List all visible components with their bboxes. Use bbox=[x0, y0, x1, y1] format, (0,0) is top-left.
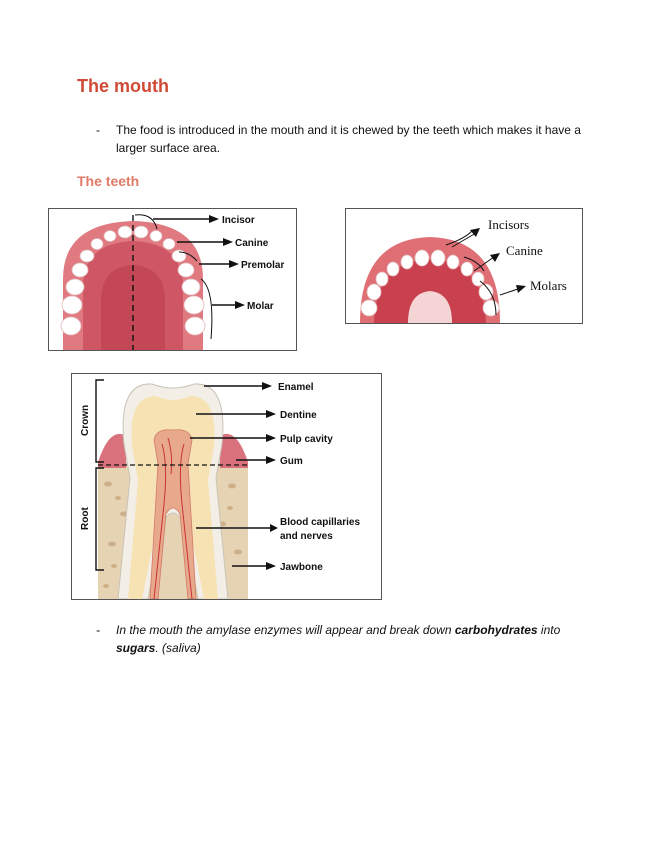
label-incisors: Incisors bbox=[488, 217, 529, 232]
bullet-text: In the mouth the amylase enzymes will ap… bbox=[116, 621, 586, 657]
tooth-illustration bbox=[98, 383, 248, 599]
label-and-nerves: and nerves bbox=[280, 531, 333, 542]
figure-tooth-cross-section: Crown Root Enamel Dentine Pulp cavity Gu… bbox=[71, 373, 382, 600]
label-premolar: Premolar bbox=[241, 260, 284, 271]
bullet-dash: - bbox=[96, 623, 100, 637]
tooth-arrows bbox=[190, 385, 272, 567]
label-gum: Gum bbox=[280, 456, 303, 467]
bullet-dash: - bbox=[96, 123, 100, 137]
label-canine: Canine bbox=[235, 238, 269, 249]
label-pulp-cavity: Pulp cavity bbox=[280, 434, 333, 445]
label-root: Root bbox=[80, 507, 91, 530]
label-molars: Molars bbox=[530, 278, 567, 293]
figure-upper-jaw-diagram: Incisor Canine Premolar Molar bbox=[48, 208, 297, 351]
label-molar: Molar bbox=[247, 301, 274, 312]
text-part: . (saliva) bbox=[155, 641, 201, 655]
label-blood-capillaries: Blood capillaries bbox=[280, 517, 360, 528]
bullet-amylase: - In the mouth the amylase enzymes will … bbox=[96, 621, 586, 657]
bullet-mouth-chewing: - The food is introduced in the mouth an… bbox=[96, 121, 586, 157]
label-incisor: Incisor bbox=[222, 215, 255, 226]
label-crown: Crown bbox=[80, 405, 91, 436]
label-dentine: Dentine bbox=[280, 410, 317, 421]
page-title: The mouth bbox=[77, 76, 169, 96]
text-part: into bbox=[537, 623, 561, 637]
bold-sugars: sugars bbox=[116, 641, 156, 655]
front-jaw-illustration bbox=[360, 237, 500, 323]
figure-front-teeth-diagram: Incisors Canine Molars bbox=[345, 208, 583, 324]
label-enamel: Enamel bbox=[278, 382, 314, 393]
jaw-arrows bbox=[153, 218, 237, 306]
jaw-illustration bbox=[60, 215, 206, 350]
text-part: In the mouth the amylase enzymes will ap… bbox=[116, 623, 455, 637]
bold-carbohydrates: carbohydrates bbox=[454, 623, 538, 637]
label-jawbone: Jawbone bbox=[280, 562, 323, 573]
label-canine-front: Canine bbox=[506, 243, 543, 258]
bullet-text: The food is introduced in the mouth and … bbox=[116, 123, 581, 155]
section-heading-teeth: The teeth bbox=[77, 173, 140, 189]
